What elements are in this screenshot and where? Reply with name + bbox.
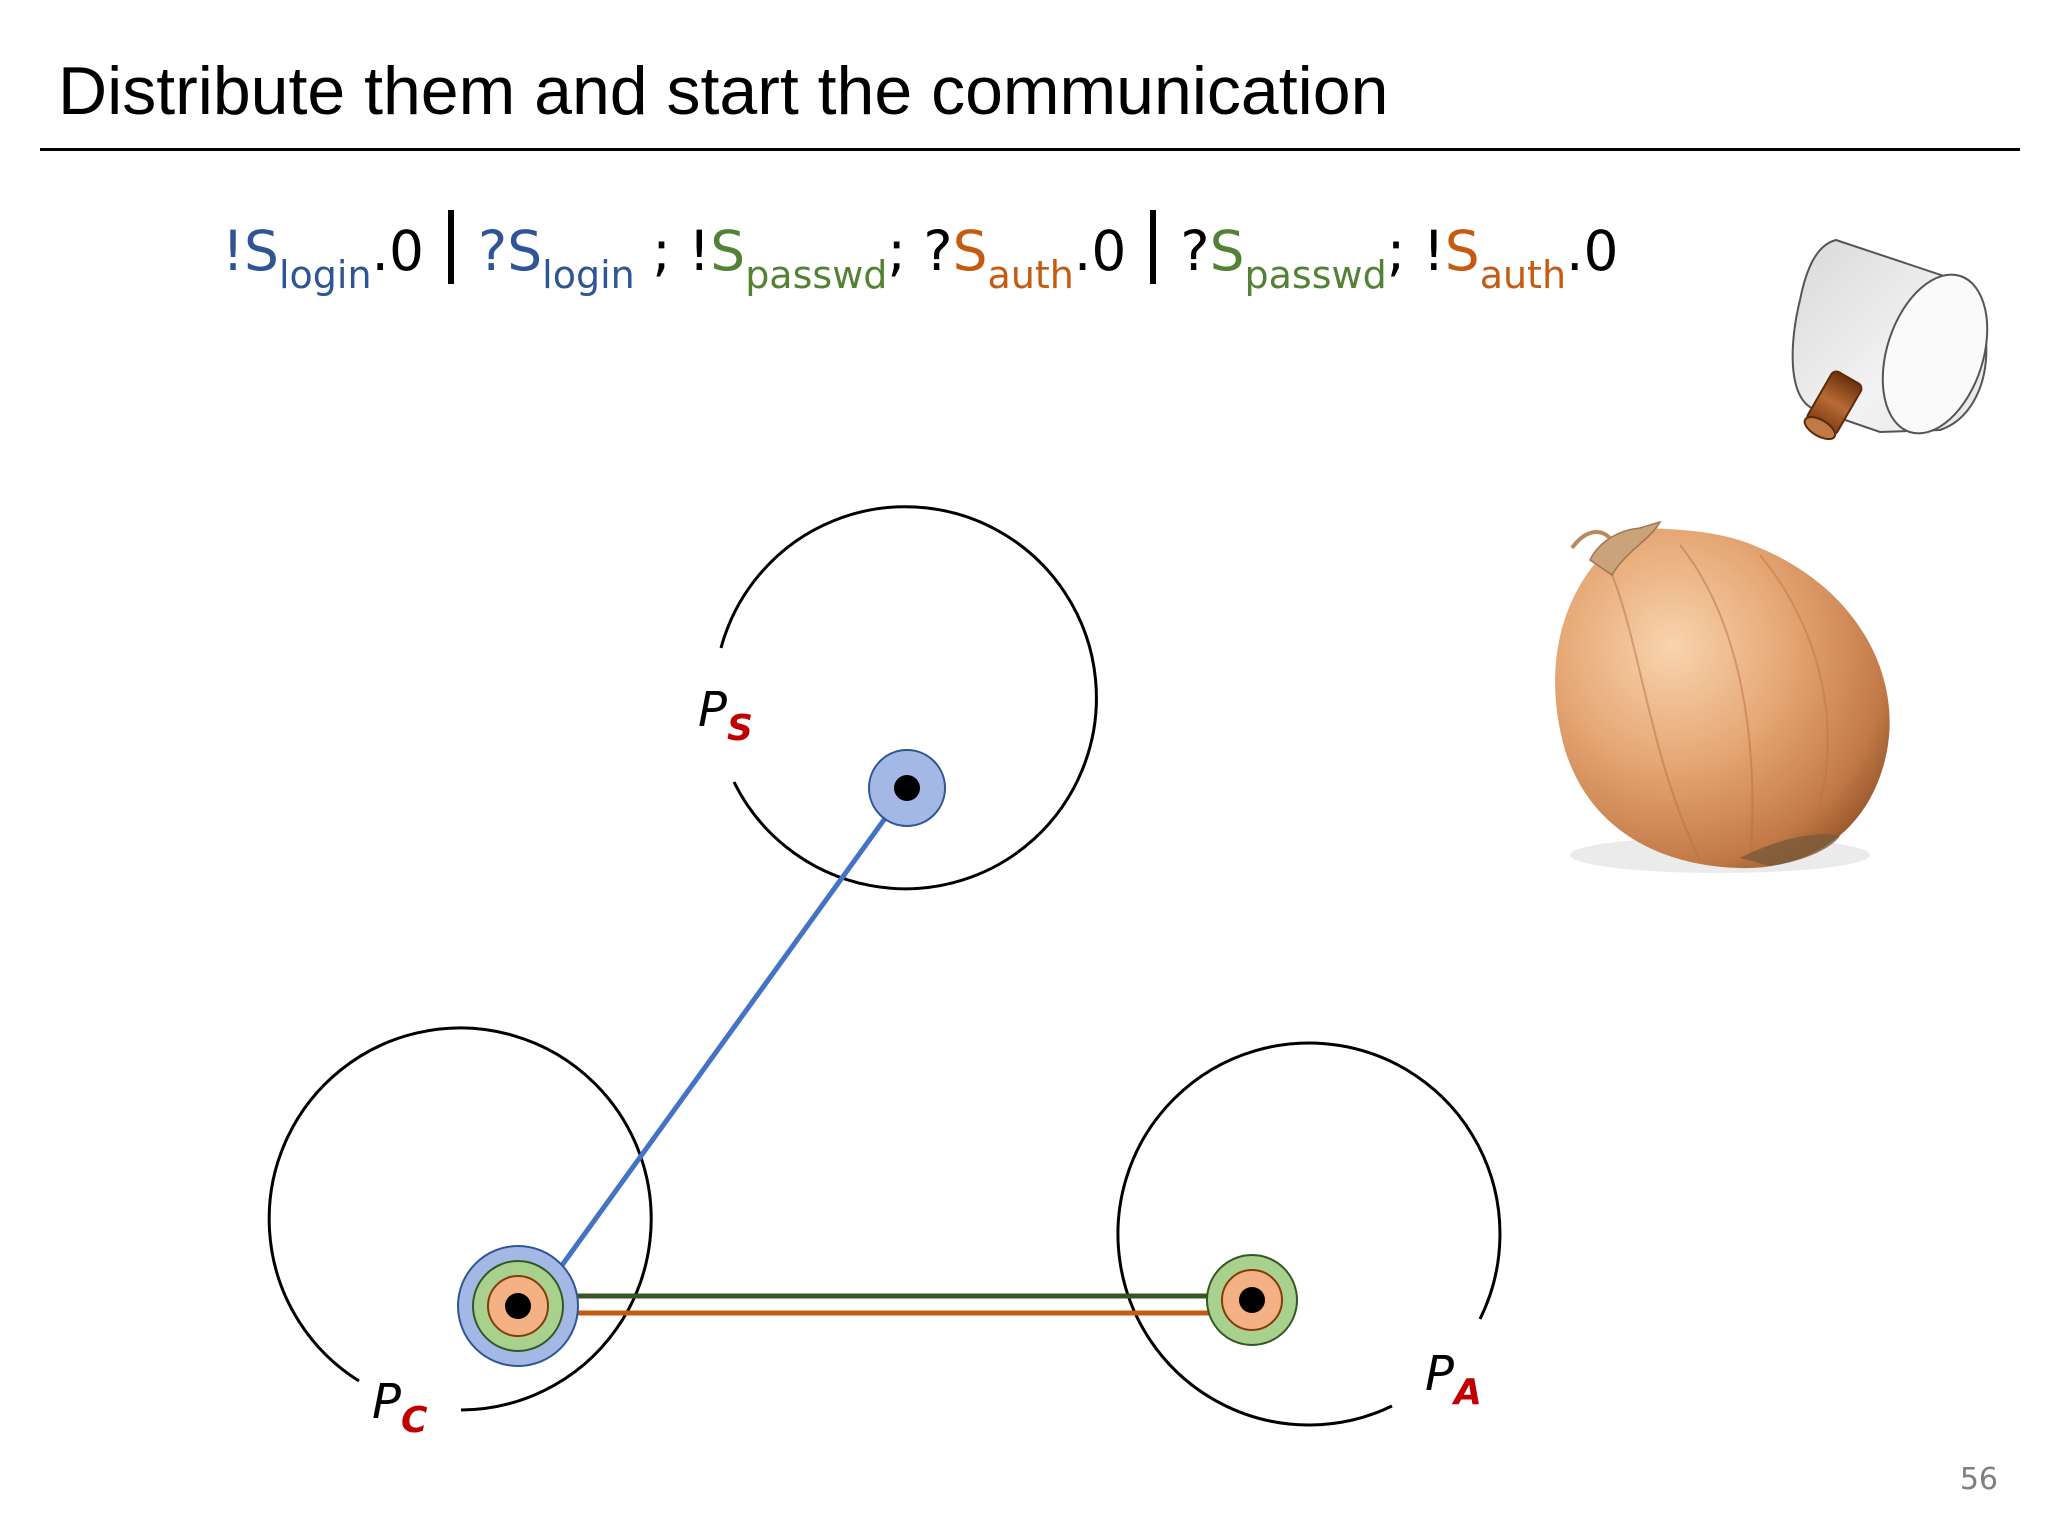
process-label-pa: P xyxy=(1425,1346,1454,1402)
formula-term-text: ? xyxy=(1180,219,1210,283)
page-number: 56 xyxy=(1959,1462,1998,1497)
formula-term: ; ! xyxy=(634,219,711,283)
formula-term: ?Slogin xyxy=(478,219,635,294)
process-label-pc-sub: C xyxy=(401,1400,428,1441)
title-divider xyxy=(40,148,2020,151)
process-boundary-ps xyxy=(719,505,1098,891)
svg-text:PC: PC xyxy=(372,1374,428,1441)
endpoint-ps xyxy=(868,749,946,827)
formula-term: .0 xyxy=(372,219,424,283)
formula-term-subscript: passwd xyxy=(1244,253,1387,297)
formula-term: Sauth xyxy=(1444,219,1566,294)
svg-text:PA: PA xyxy=(1425,1346,1482,1413)
process-formula: !Slogin.0?Slogin ; !Spasswd; ?Sauth.0?Sp… xyxy=(222,210,1619,294)
formula-term-text: .0 xyxy=(1566,219,1619,283)
process-label-pc: P xyxy=(372,1374,401,1430)
formula-term-text: ?S xyxy=(478,219,543,283)
formula-term-subscript: auth xyxy=(1479,253,1567,297)
process-label-ps-sub: S xyxy=(727,708,753,749)
svg-text:PS: PS xyxy=(698,682,753,749)
formula-term-text: S xyxy=(952,219,988,283)
formula-term-subscript: login xyxy=(278,253,372,297)
formula-term: Spasswd xyxy=(1209,219,1387,294)
formula-term: .0 xyxy=(1074,219,1126,283)
process-label-pa-sub: A xyxy=(1451,1372,1482,1413)
process-boundary-pc xyxy=(267,1026,653,1412)
formula-term: !Slogin xyxy=(222,219,372,294)
process-label-ps: P xyxy=(698,682,727,738)
endpoint-pa xyxy=(1206,1254,1298,1346)
slide-title: Distribute them and start the communicat… xyxy=(58,53,1389,129)
formula-term-text: S xyxy=(1444,219,1480,283)
onion-icon xyxy=(1555,520,1890,873)
parallel-bar xyxy=(448,210,455,284)
formula-term-text: ; ? xyxy=(887,219,953,283)
formula-term: Spasswd xyxy=(710,219,887,294)
formula-term-text: !S xyxy=(222,219,279,283)
formula-term-text: .0 xyxy=(1073,219,1127,283)
process-boundary-pa xyxy=(1116,1041,1502,1427)
formula-term-text: S xyxy=(710,219,746,283)
formula-term-text: .0 xyxy=(371,219,425,283)
parallel-bar xyxy=(1150,210,1157,284)
formula-term: ? xyxy=(1180,219,1209,283)
formula-term-subscript: auth xyxy=(987,253,1074,297)
endpoint-pc xyxy=(457,1245,579,1367)
formula-term-text: S xyxy=(1209,219,1245,283)
formula-term-text: ; ! xyxy=(634,219,711,283)
channel-login-line xyxy=(557,786,910,1270)
formula-term-subscript: passwd xyxy=(745,253,888,297)
formula-term-subscript: login xyxy=(542,253,635,297)
formula-term: ; ? xyxy=(887,219,952,283)
formula-term: ; ! xyxy=(1387,219,1445,283)
formula-term: .0 xyxy=(1566,219,1618,283)
bottle-icon xyxy=(1791,238,1989,441)
formula-term-text: ; ! xyxy=(1386,219,1445,283)
formula-term: Sauth xyxy=(952,219,1074,294)
